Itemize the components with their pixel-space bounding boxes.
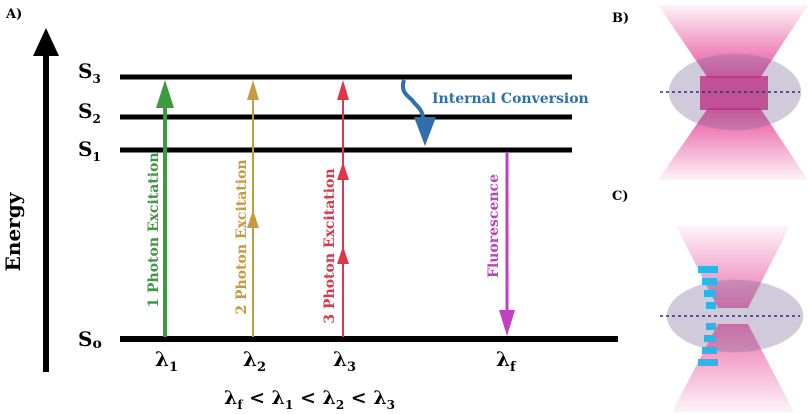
- internal-conversion-arrow: [401, 79, 436, 146]
- panel-c-label: C): [612, 189, 629, 204]
- wavelength-f-label: λf: [496, 347, 517, 375]
- three-photon-label: 3 Photon Excitation: [322, 168, 338, 323]
- fluorescence-label: Fluorescence: [486, 174, 502, 278]
- level-s1-label: S1: [78, 137, 101, 164]
- panel-c-focus-illustration: [660, 226, 804, 412]
- level-s2-label: S2: [78, 99, 101, 126]
- energy-axis-label: Energy: [1, 191, 25, 271]
- two-photon-arrow: [247, 80, 259, 337]
- panel-b-focus-illustration: [658, 5, 808, 180]
- three-photon-arrow: [337, 80, 349, 337]
- wavelength-2-label: λ2: [243, 347, 266, 375]
- fluorescence-arrow: [499, 152, 515, 336]
- panel-a-label: A): [5, 7, 22, 22]
- wavelength-3-label: λ3: [333, 347, 356, 375]
- panel-b-label: B): [612, 11, 629, 26]
- energy-axis-arrowhead: [33, 28, 59, 56]
- one-photon-label: 1 Photon Excitation: [146, 152, 162, 307]
- one-photon-arrow: [156, 80, 174, 337]
- wavelength-1-label: λ1: [155, 347, 178, 375]
- two-photon-label: 2 Photon Excitation: [234, 159, 250, 314]
- internal-conversion-label: Internal Conversion: [432, 91, 589, 107]
- level-s3-label: S3: [78, 59, 101, 86]
- wavelength-inequality: λf < λ1 < λ2 < λ3: [224, 387, 395, 412]
- level-s0-label: So: [78, 327, 102, 352]
- multiphoton-excitation-band: [698, 266, 718, 366]
